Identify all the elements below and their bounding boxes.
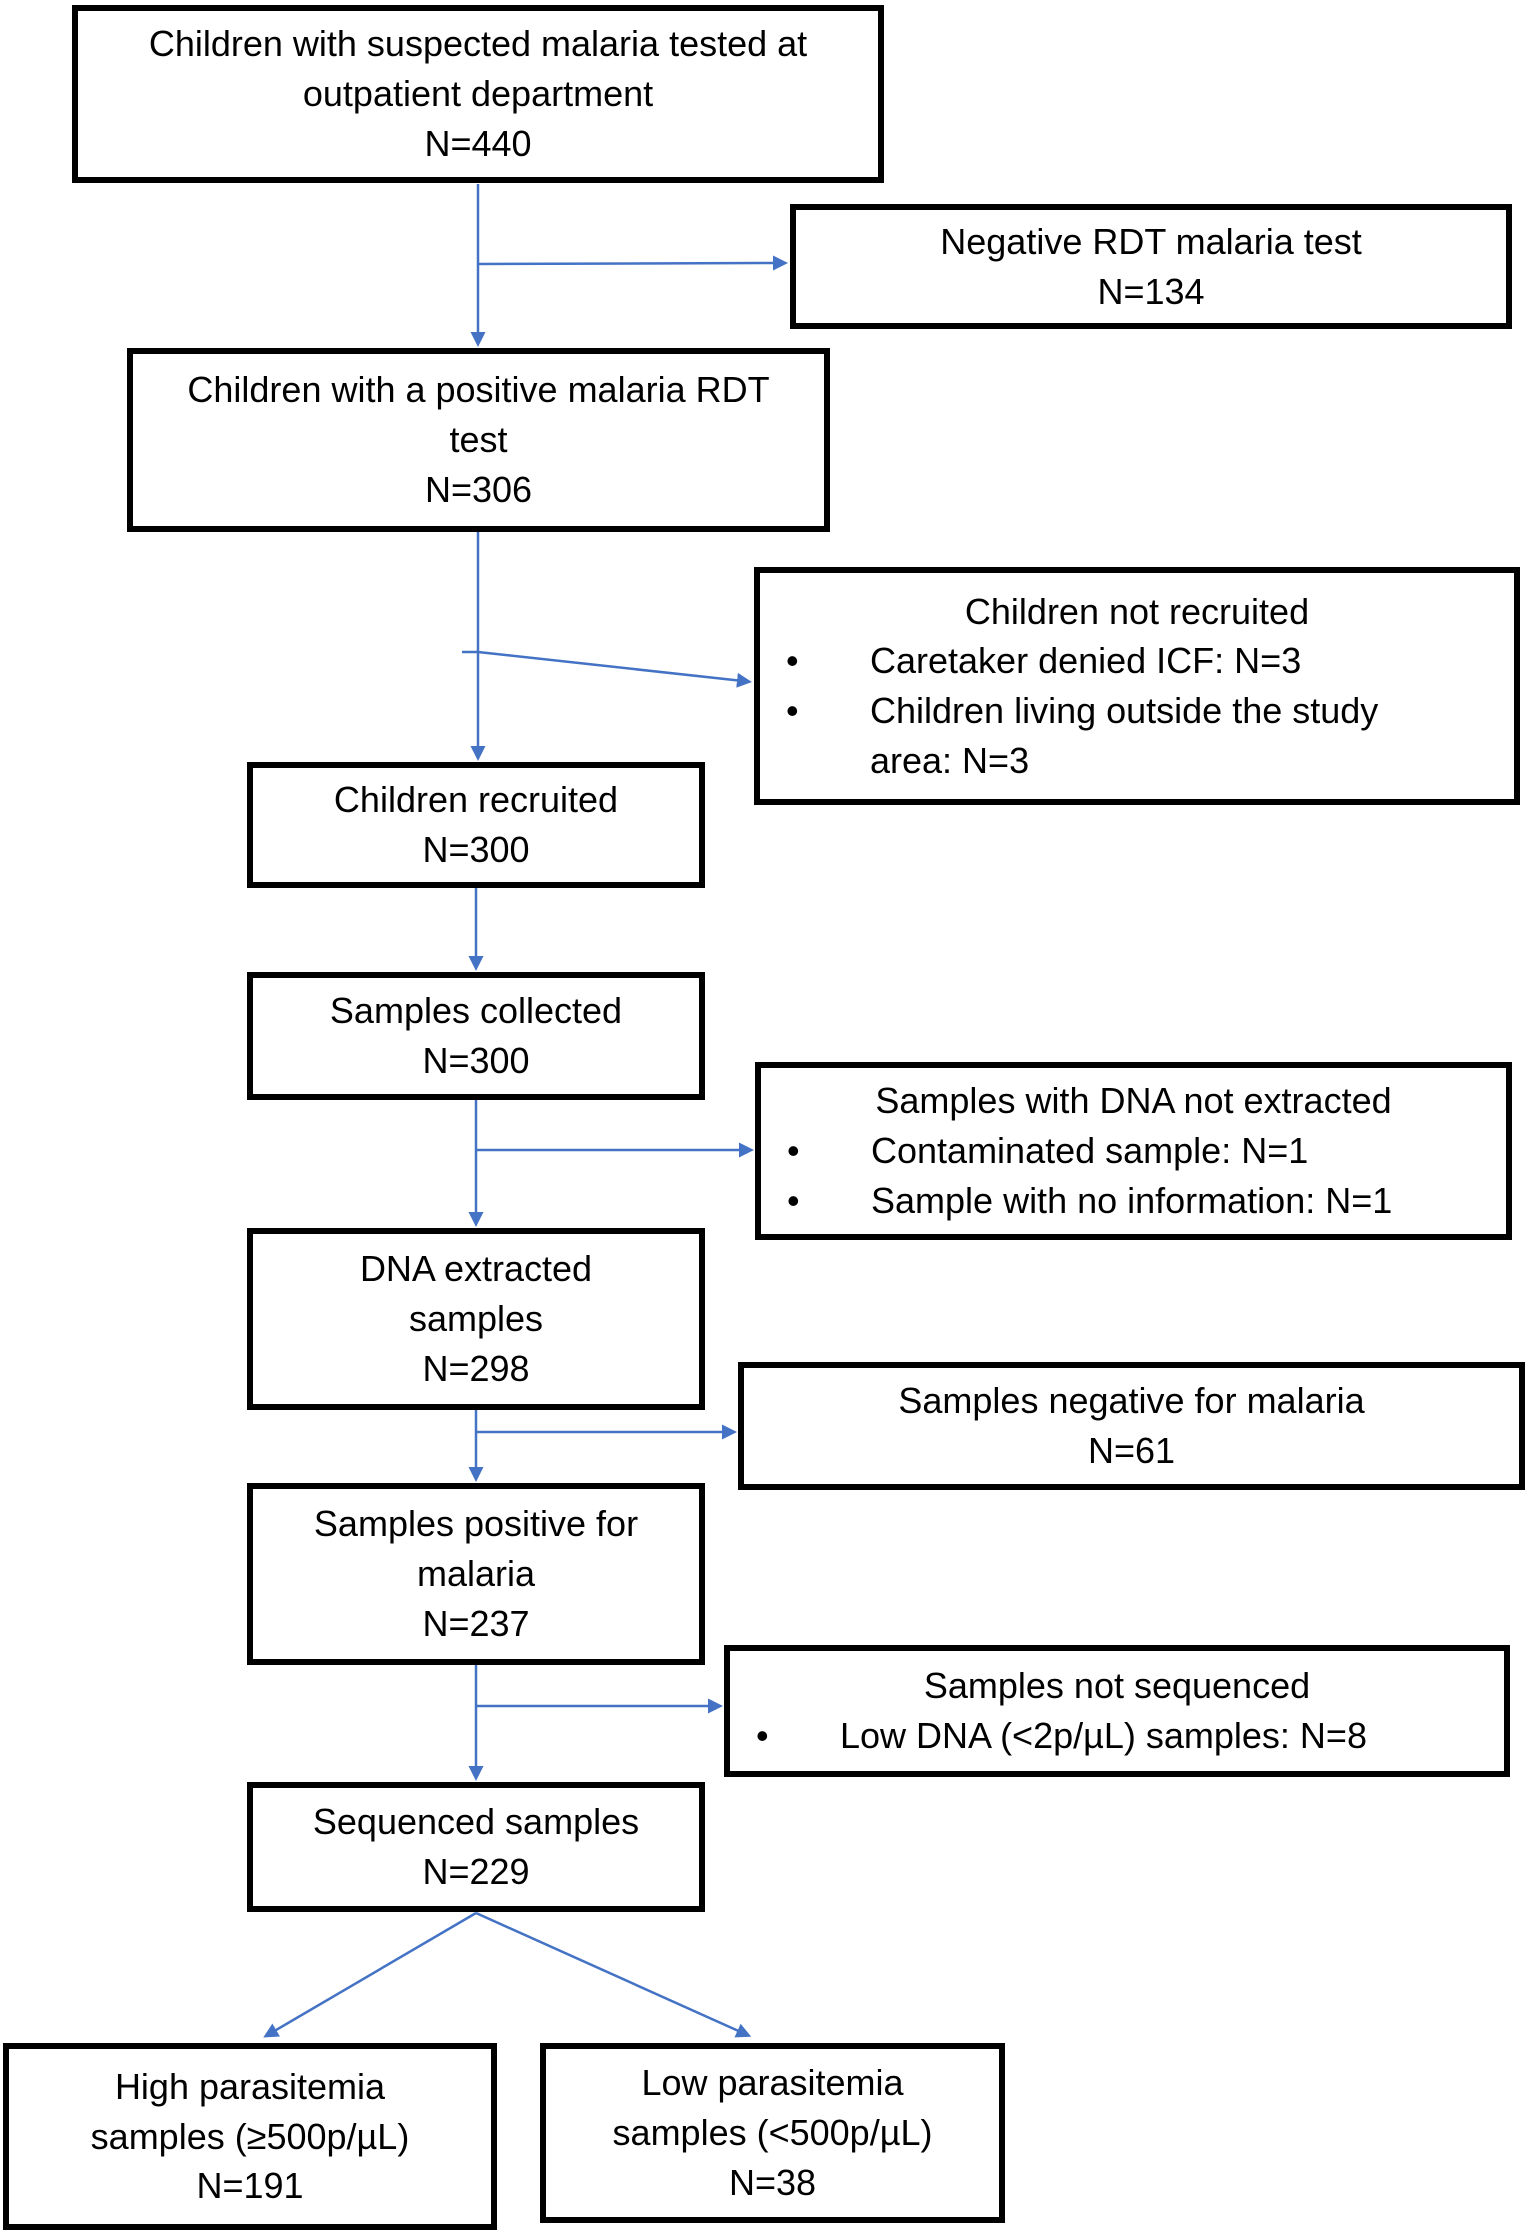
node-samples-collected: Samples collected N=300 bbox=[247, 972, 705, 1100]
bullet-item: • Sample with no information: N=1 bbox=[787, 1176, 1506, 1226]
node-text-line: Sequenced samples bbox=[312, 1801, 640, 1843]
node-text-line: High parasitemia bbox=[114, 2065, 386, 2107]
bullet-text-line: Children living outside the study bbox=[870, 690, 1379, 731]
node-text-line: N=229 bbox=[422, 1851, 530, 1892]
bullet-text: Contaminated sample: N=1 bbox=[871, 1130, 1309, 1172]
bullet-marker: • bbox=[786, 690, 799, 731]
node-negative-rdt-test: Negative RDT malaria test N=134 bbox=[790, 204, 1512, 329]
node-dna-extracted-samples: DNA extracted samples N=298 bbox=[247, 1228, 705, 1410]
node-text-line: samples (≥500p/µL) bbox=[90, 2115, 410, 2157]
bullet-item: • Caretaker denied ICF: N=3 bbox=[786, 636, 1514, 686]
node-text-line: N=300 bbox=[422, 1040, 530, 1081]
bullet-list: • Contaminated sample: N=1 • Sample with… bbox=[761, 1126, 1506, 1225]
node-samples-not-sequenced: Samples not sequenced • Low DNA (<2p/µL)… bbox=[724, 1645, 1510, 1777]
node-text-line: malaria bbox=[416, 1553, 536, 1595]
node-text-line: Children recruited bbox=[333, 779, 619, 821]
node-text-line: N=134 bbox=[1097, 270, 1205, 312]
bullet-text: Sample with no information: N=1 bbox=[871, 1179, 1393, 1221]
bullet-item: • Low DNA (<2p/µL) samples: N=8 bbox=[756, 1711, 1504, 1761]
node-text-line: samples bbox=[408, 1298, 544, 1340]
node-dna-not-extracted: Samples with DNA not extracted • Contami… bbox=[755, 1062, 1512, 1240]
node-children-not-recruited: Children not recruited • Caretaker denie… bbox=[754, 567, 1520, 805]
node-samples-positive-malaria: Samples positive for malaria N=237 bbox=[247, 1483, 705, 1665]
node-text-line: N=298 bbox=[422, 1347, 530, 1389]
node-title: Samples with DNA not extracted bbox=[875, 1080, 1392, 1122]
node-title: Children not recruited bbox=[964, 590, 1310, 632]
bullet-text-line: area: N=3 bbox=[870, 739, 1030, 781]
bullet-text: Low DNA (<2p/µL) samples: N=8 bbox=[840, 1715, 1367, 1756]
node-text-line: Low parasitemia bbox=[641, 2062, 904, 2104]
node-low-parasitemia: Low parasitemia samples (<500p/µL) N=38 bbox=[540, 2043, 1005, 2223]
node-text-line: Children with a positive malaria RDT bbox=[187, 369, 770, 411]
bullet-item: • Children living outside the study area… bbox=[786, 686, 1514, 785]
node-text-line: N=440 bbox=[424, 122, 532, 164]
bullet-text: Children living outside the study area: … bbox=[870, 686, 1378, 785]
node-text-line: Negative RDT malaria test bbox=[940, 220, 1362, 262]
bullet-item: • Contaminated sample: N=1 bbox=[787, 1126, 1506, 1176]
node-text-line: Samples negative for malaria bbox=[898, 1380, 1365, 1422]
node-text-line: N=306 bbox=[424, 468, 533, 510]
node-text-line: N=237 bbox=[422, 1602, 530, 1644]
node-text-line: Samples positive for bbox=[313, 1503, 639, 1545]
node-text-line: DNA extracted bbox=[359, 1248, 593, 1290]
node-sequenced-samples: Sequenced samples N=229 bbox=[247, 1782, 705, 1912]
node-positive-rdt-test: Children with a positive malaria RDT tes… bbox=[127, 348, 830, 532]
node-text-line: Samples collected bbox=[329, 990, 623, 1032]
node-children-recruited: Children recruited N=300 bbox=[247, 762, 705, 888]
arrow-branch-to-negative-rdt bbox=[477, 255, 788, 271]
node-text-line: test bbox=[449, 419, 508, 461]
node-samples-negative-malaria: Samples negative for malaria N=61 bbox=[738, 1362, 1525, 1490]
bullet-text: Caretaker denied ICF: N=3 bbox=[870, 640, 1302, 682]
arrow-sequenced-to-high-parasitemia bbox=[263, 1911, 477, 2038]
node-text-line: N=191 bbox=[196, 2165, 304, 2207]
node-text-line: N=38 bbox=[728, 2161, 817, 2203]
node-text-line: N=61 bbox=[1087, 1430, 1176, 1471]
node-suspected-malaria-tested: Children with suspected malaria tested a… bbox=[72, 5, 884, 183]
arrow-sequenced-to-low-parasitemia bbox=[475, 1911, 752, 2038]
node-text-line: N=300 bbox=[422, 829, 530, 870]
node-title: Samples not sequenced bbox=[923, 1665, 1311, 1707]
node-high-parasitemia: High parasitemia samples (≥500p/µL) N=19… bbox=[3, 2043, 497, 2230]
bullet-marker: • bbox=[786, 640, 799, 682]
node-text-line: Children with suspected malaria tested a… bbox=[148, 23, 808, 65]
arrow-branch-to-not-recruited bbox=[477, 650, 752, 688]
bullet-list: • Low DNA (<2p/µL) samples: N=8 bbox=[730, 1711, 1504, 1761]
node-text-line: samples (<500p/µL) bbox=[612, 2112, 933, 2154]
bullet-marker: • bbox=[787, 1130, 800, 1172]
bullet-list: • Caretaker denied ICF: N=3 • Children l… bbox=[760, 636, 1514, 785]
bullet-marker: • bbox=[787, 1179, 800, 1221]
bullet-marker: • bbox=[756, 1715, 769, 1756]
node-text-line: outpatient department bbox=[302, 73, 654, 115]
